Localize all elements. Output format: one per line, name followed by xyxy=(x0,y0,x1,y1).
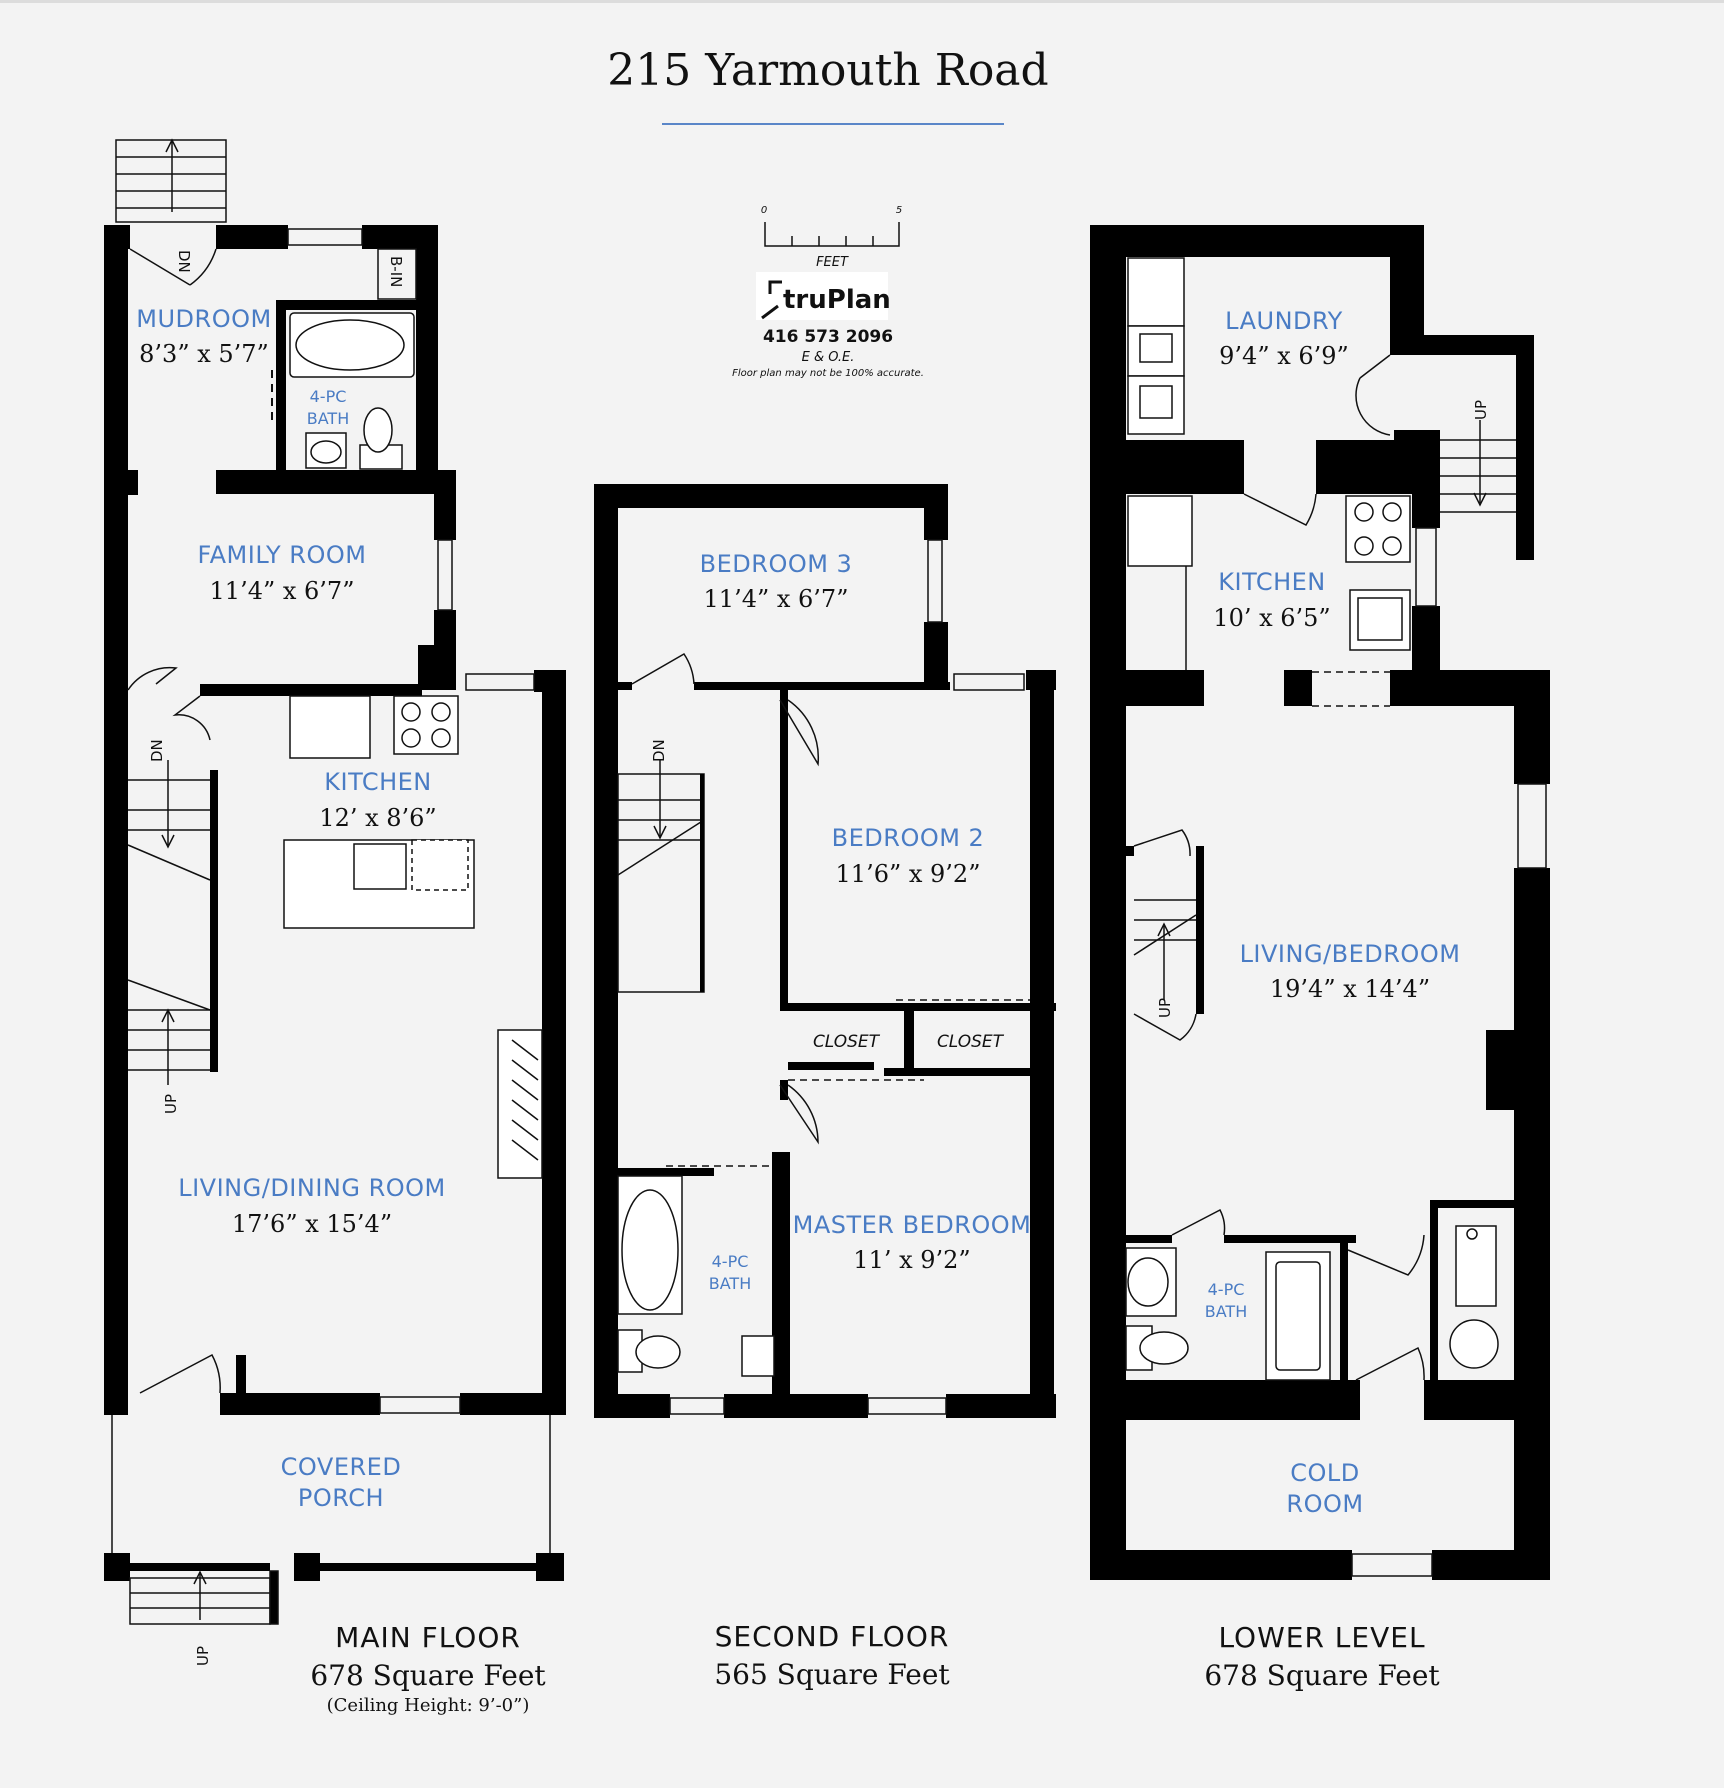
porch-walls xyxy=(104,1553,564,1581)
lower-kitchen-fixtures xyxy=(1127,495,1411,670)
lower-bath-label-1: 4-PC xyxy=(1208,1280,1245,1299)
second-floor-sqft: 565 Square Feet xyxy=(714,1658,950,1691)
master-bedroom-label: MASTER BEDROOM xyxy=(793,1211,1032,1239)
lower-int-stairs xyxy=(1133,899,1197,1000)
logo-eoe: E & O.E. xyxy=(802,350,855,365)
second-floor-windows xyxy=(669,539,1025,1415)
logo-phone: 416 573 2096 xyxy=(763,327,893,347)
lower-level-name: LOWER LEVEL xyxy=(1218,1621,1425,1654)
rear-steps xyxy=(115,138,227,223)
main-floor-sqft: 678 Square Feet xyxy=(310,1659,546,1692)
built-in-cabinet xyxy=(377,248,417,300)
main-floor-doors xyxy=(127,248,221,1394)
covered-porch xyxy=(111,1415,551,1555)
main-floor-walls xyxy=(104,225,566,1415)
page-title: 215 Yarmouth Road xyxy=(607,45,1048,96)
scale-end: 5 xyxy=(896,205,902,216)
lower-level-windows xyxy=(1351,527,1547,1577)
second-bath-label-2: BATH xyxy=(709,1274,751,1293)
family-room-label: FAMILY ROOM xyxy=(198,541,367,569)
second-bath-fixtures xyxy=(617,1175,775,1377)
main-bath-fixtures xyxy=(289,312,415,470)
second-bath-label-1: 4-PC xyxy=(712,1252,749,1271)
master-bedroom-dim: 11’ x 9’2” xyxy=(853,1246,970,1274)
lower-bath-fixtures xyxy=(1125,1225,1499,1381)
laundry-dim: 9’4” x 6’9” xyxy=(1219,342,1349,370)
scale-start: 0 xyxy=(761,205,767,216)
lower-bath-label-2: BATH xyxy=(1205,1302,1247,1321)
living-dining-label: LIVING/DINING ROOM xyxy=(178,1174,446,1202)
main-floor-windows xyxy=(287,228,535,1414)
lower-level: UP UP LAUNDRY 9’4” x 6’9” KITCHEN 10’ x xyxy=(1090,225,1550,1692)
scale-unit: FEET xyxy=(816,255,849,270)
second-stairs-dn-label: DN xyxy=(650,739,668,762)
second-floor: DN BEDROOM 3 11’4” x 6’7” BEDROOM 2 11’6… xyxy=(594,484,1056,1691)
lower-ext-stairs xyxy=(1440,420,1516,513)
laundry-fixtures xyxy=(1127,257,1185,435)
second-stair-wall xyxy=(700,774,704,992)
second-floor-walls xyxy=(594,484,1056,1418)
living-bedroom-dim: 19’4” x 14’4” xyxy=(1270,975,1430,1003)
scale-bar: 0 5 FEET xyxy=(761,205,902,270)
main-bath-label-1: 4-PC xyxy=(310,387,347,406)
closet1-label: CLOSET xyxy=(813,1032,881,1052)
bedroom3-dim: 11’4” x 6’7” xyxy=(704,585,849,613)
built-in-label: B-IN xyxy=(387,256,405,287)
main-floor: DN xyxy=(104,138,566,1716)
main-floor-stairs xyxy=(127,760,211,1085)
living-dining-dim: 17’6” x 15’4” xyxy=(232,1210,392,1238)
second-floor-name: SECOND FLOOR xyxy=(715,1620,950,1653)
truplan-logo: truPlan 416 573 2096 E & O.E. Floor plan… xyxy=(732,272,924,379)
second-floor-dashed xyxy=(666,999,1030,1167)
main-stairs-dn-label: DN xyxy=(148,739,166,762)
lower-level-sqft: 678 Square Feet xyxy=(1204,1659,1440,1692)
lower-level-walls xyxy=(1090,225,1550,1580)
family-room-dim: 11’4” x 6’7” xyxy=(210,577,355,605)
main-bath-label-2: BATH xyxy=(307,409,349,428)
mudroom-label: MUDROOM xyxy=(136,305,271,333)
front-steps-up-label: UP xyxy=(194,1646,212,1666)
main-floor-ceiling: (Ceiling Height: 9’-0”) xyxy=(327,1695,530,1716)
front-steps xyxy=(129,1570,279,1625)
lower-int-stairs-up-label: UP xyxy=(1156,998,1174,1018)
main-kitchen-label: KITCHEN xyxy=(324,768,432,796)
main-stairs-up-label: UP xyxy=(162,1094,180,1114)
porch-label-2: PORCH xyxy=(298,1484,384,1512)
lower-ext-stairs-up-label: UP xyxy=(1472,400,1490,420)
fireplace xyxy=(497,1029,543,1179)
lower-kitchen-dim: 10’ x 6’5” xyxy=(1213,604,1330,632)
bedroom2-label: BEDROOM 2 xyxy=(832,824,985,852)
main-kitchen-dim: 12’ x 8’6” xyxy=(319,804,436,832)
bedroom2-dim: 11’6” x 9’2” xyxy=(836,860,981,888)
logo-brand: truPlan xyxy=(783,285,891,315)
lower-kitchen-label: KITCHEN xyxy=(1218,568,1326,596)
cold-room-label-2: ROOM xyxy=(1286,1490,1363,1518)
main-floor-name: MAIN FLOOR xyxy=(335,1621,521,1654)
bedroom3-label: BEDROOM 3 xyxy=(700,550,853,578)
rear-steps-dn-label: DN xyxy=(175,250,193,273)
logo-disclaimer: Floor plan may not be 100% accurate. xyxy=(732,368,924,379)
living-bedroom-label: LIVING/BEDROOM xyxy=(1240,940,1461,968)
main-stair-wall xyxy=(210,770,218,1072)
main-kitchen-fixtures xyxy=(283,695,475,929)
mudroom-dim: 8’3” x 5’7” xyxy=(139,340,269,368)
lower-level-doors xyxy=(1133,354,1425,1381)
second-floor-doors xyxy=(631,652,820,1145)
porch-label-1: COVERED xyxy=(281,1453,402,1481)
closet2-label: CLOSET xyxy=(937,1032,1005,1052)
second-floor-stairs xyxy=(617,760,705,993)
laundry-label: LAUNDRY xyxy=(1225,307,1343,335)
cold-room-label-1: COLD xyxy=(1290,1459,1360,1487)
